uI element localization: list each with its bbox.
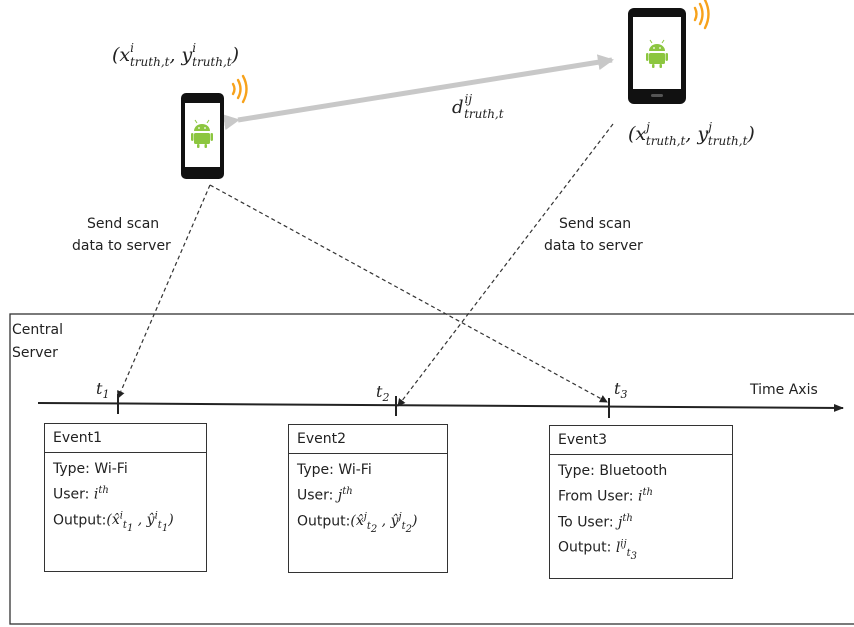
wifi-signal-icon (693, 0, 710, 30)
tick-label-t1: t1 (96, 379, 109, 401)
event2-title: Event2 (289, 425, 447, 454)
event3-title: Event3 (550, 426, 732, 455)
event1-box: Event1 Type: Wi-Fi User: ith Output:(x̂i… (44, 423, 207, 572)
event3-box: Event3 Type: Bluetooth From User: ith To… (549, 425, 733, 579)
event1-output: Output:(x̂it1 , ŷit1) (53, 510, 174, 535)
send-line-i-to-t1 (117, 184, 211, 399)
event2-type: Type: Wi-Fi (297, 462, 372, 478)
distance-arrow (222, 54, 614, 131)
event2-user: User: jth (297, 486, 353, 504)
event1-user: User: ith (53, 485, 109, 503)
send-label-right-line1: Send scan (559, 216, 631, 232)
home-button (651, 94, 663, 97)
server-label-line1: Central (12, 322, 63, 338)
event3-output: Output: lijt3 (558, 538, 638, 562)
event1-title: Event1 (45, 424, 206, 453)
send-label-left-line2: data to server (72, 238, 171, 254)
event3-to-user: To User: jth (558, 512, 633, 531)
wifi-signal-icon (231, 74, 248, 104)
event2-box: Event2 Type: Wi-Fi User: jth Output:(x̂j… (288, 424, 448, 573)
time-axis-label: Time Axis (749, 382, 818, 398)
phone-i (181, 74, 248, 179)
event2-output: Output:(x̂jt2 , ŷjt2) (297, 511, 418, 536)
send-label-right-line2: data to server (544, 238, 643, 254)
send-line-j-to-t2 (397, 123, 614, 407)
time-axis-line (37, 402, 844, 412)
send-label-left-line1: Send scan (87, 216, 159, 232)
tick-label-t2: t2 (376, 382, 389, 404)
event3-type: Type: Bluetooth (558, 463, 668, 479)
event1-type: Type: Wi-Fi (53, 461, 128, 477)
tick-label-t3: t3 (614, 379, 627, 401)
central-server-frame (9, 313, 854, 625)
phone-j (628, 0, 710, 104)
event3-from-user: From User: ith (558, 487, 653, 505)
server-label-line2: Server (12, 345, 58, 361)
send-line-i-to-t3 (209, 184, 608, 403)
